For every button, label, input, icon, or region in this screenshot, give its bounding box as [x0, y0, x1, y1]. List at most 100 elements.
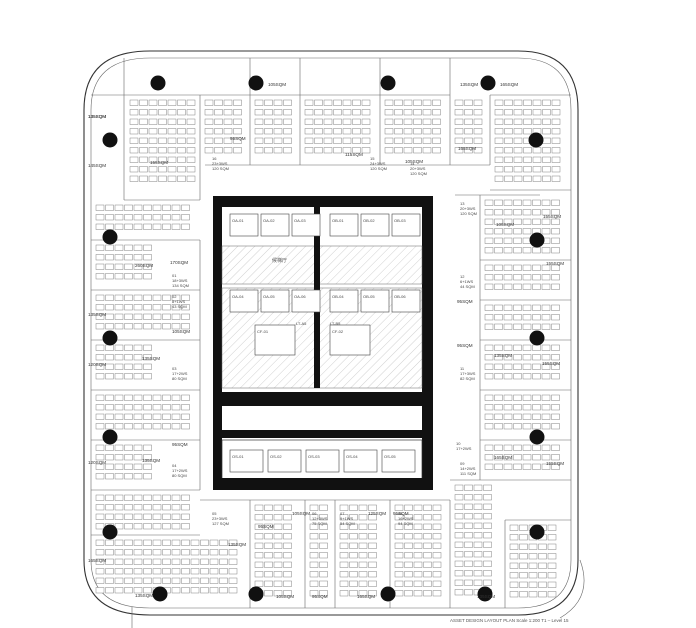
- workstation-desk: [273, 552, 283, 559]
- workstation-desk: [167, 118, 177, 125]
- workstation-desk: [181, 523, 190, 530]
- workstation-desk: [404, 571, 413, 578]
- workstation-desk: [273, 561, 283, 568]
- workstation-desk: [454, 118, 464, 125]
- workstation-desk: [483, 503, 492, 510]
- workstation-desk: [95, 473, 105, 480]
- workstation-desk: [551, 247, 560, 254]
- workstation-desk: [148, 109, 158, 116]
- workstation-desk: [503, 463, 513, 470]
- workstation-desk: [95, 463, 105, 470]
- workstation-desk: [361, 109, 371, 116]
- workstation-desk: [432, 533, 442, 540]
- workstation-desk: [167, 99, 177, 106]
- workstation-desk: [484, 423, 494, 430]
- workstation-desk: [171, 558, 181, 565]
- workstation-desk: [454, 513, 464, 520]
- workstation-desk: [158, 118, 167, 125]
- workstation-desk: [133, 444, 143, 451]
- workstation-desk: [254, 533, 264, 540]
- workstation-desk: [339, 561, 349, 568]
- workstation-desk: [319, 561, 328, 568]
- unit-label: 23+3WS: [212, 161, 228, 166]
- workstation-desk: [171, 549, 181, 556]
- workstation-desk: [547, 591, 557, 598]
- workstation-desk: [484, 314, 494, 321]
- workstation-desk: [551, 274, 560, 281]
- workstation-desk: [273, 147, 283, 154]
- workstation-desk: [114, 523, 124, 530]
- workstation-desk: [551, 314, 560, 321]
- workstation-desk: [484, 199, 494, 206]
- room-area-label: 165SQM: [494, 455, 512, 460]
- workstation-desk: [133, 373, 143, 380]
- workstation-desk: [532, 274, 541, 281]
- workstation-desk: [532, 99, 542, 106]
- workstation-desk: [494, 314, 503, 321]
- terrace-edge: [131, 559, 585, 628]
- workstation-desk: [432, 552, 442, 559]
- workstation-desk: [494, 218, 503, 225]
- workstation-desk: [473, 109, 483, 116]
- workstation-desk: [95, 494, 105, 501]
- unit-label: 94 SQM: [398, 521, 413, 526]
- workstation-desk: [186, 156, 196, 163]
- workstation-desk: [162, 413, 171, 420]
- workstation-desk: [542, 118, 551, 125]
- workstation-desk: [309, 561, 319, 568]
- workstation-desk: [171, 504, 181, 511]
- workstation-desk: [129, 137, 139, 144]
- workstation-desk: [494, 128, 504, 135]
- core-tag-b: LT-B5: [330, 321, 341, 326]
- workstation-desk: [413, 533, 423, 540]
- workstation-desk: [95, 549, 105, 556]
- workstation-desk: [454, 560, 464, 567]
- workstation-desk: [143, 558, 152, 565]
- workstation-desk: [158, 175, 167, 182]
- workstation-desk: [254, 137, 264, 144]
- workstation-desk: [494, 363, 503, 370]
- workstation-desk: [95, 273, 105, 280]
- workstation-desk: [528, 543, 538, 550]
- workstation-desk: [152, 558, 162, 565]
- workstation-desk: [541, 344, 551, 351]
- workstation-desk: [114, 373, 124, 380]
- workstation-desk: [538, 591, 547, 598]
- workstation-desk: [95, 214, 105, 221]
- workstation-desk: [504, 147, 513, 154]
- structural-column: [248, 75, 264, 91]
- workstation-desk: [532, 423, 541, 430]
- workstation-desk: [504, 118, 513, 125]
- lift-car: [360, 213, 390, 237]
- workstation-desk: [114, 254, 124, 261]
- workstation-desk: [473, 118, 483, 125]
- workstation-desk: [200, 587, 209, 594]
- workstation-desk: [95, 363, 105, 370]
- workstation-desk: [339, 580, 349, 587]
- workstation-desk: [114, 304, 124, 311]
- workstation-desk: [304, 137, 314, 144]
- workstation-desk: [422, 137, 432, 144]
- workstation-desk: [541, 314, 551, 321]
- workstation-desk: [494, 237, 503, 244]
- workstation-desk: [143, 539, 152, 546]
- workstation-desk: [551, 118, 561, 125]
- workstation-desk: [148, 166, 158, 173]
- workstation-desk: [541, 264, 551, 271]
- workstation-desk: [124, 587, 133, 594]
- workstation-desk: [513, 394, 522, 401]
- workstation-desk: [233, 137, 242, 144]
- workstation-desk: [177, 166, 186, 173]
- workstation-desk: [394, 561, 404, 568]
- workstation-desk: [413, 137, 422, 144]
- workstation-desk: [190, 587, 200, 594]
- workstation-desk: [509, 572, 519, 579]
- workstation-desk: [551, 344, 560, 351]
- workstation-desk: [361, 128, 371, 135]
- workstation-desk: [547, 581, 557, 588]
- workstation-desk: [143, 254, 152, 261]
- workstation-desk: [95, 577, 105, 584]
- room-area-label: 165SQM: [458, 146, 476, 151]
- workstation-desk: [384, 137, 394, 144]
- workstation-desk: [219, 558, 228, 565]
